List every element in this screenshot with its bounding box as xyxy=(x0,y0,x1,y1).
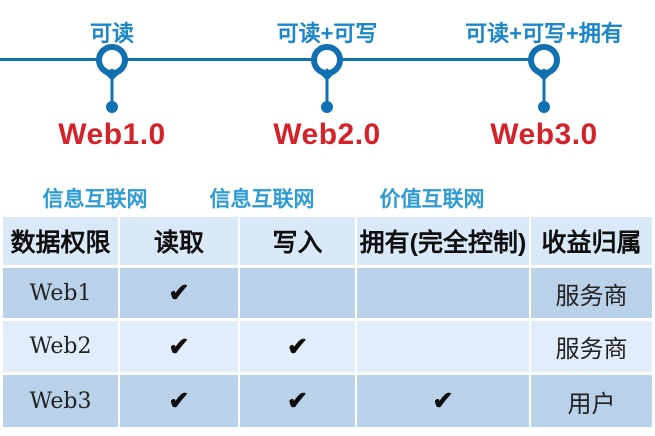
timeline-dot-icon xyxy=(538,101,550,113)
timeline-stem xyxy=(110,76,114,104)
header-cell-own: 拥有(完全控制) xyxy=(357,217,529,265)
permission-label-web3: 可读+可写+拥有 xyxy=(465,21,623,46)
timeline-dot-icon xyxy=(106,101,118,113)
era-label-web2: Web2.0 xyxy=(273,118,381,151)
row-web2-read-cell: ✔ xyxy=(120,321,238,372)
network-label-web3: 价值互联网 xyxy=(379,188,485,211)
timeline-ring-icon xyxy=(311,44,343,76)
row-web1-own-cell xyxy=(357,268,529,318)
row-web1-benefit-cell: 服务商 xyxy=(531,268,652,318)
timeline-stem xyxy=(325,76,329,104)
row-web1-read-cell: ✔ xyxy=(120,268,238,318)
header-cell-data-permission: 数据权限 xyxy=(3,217,118,265)
era-label-web1: Web1.0 xyxy=(58,118,166,151)
network-label-web2: 信息互联网 xyxy=(209,188,315,211)
header-cell-benefit: 收益归属 xyxy=(531,217,652,265)
header-cell-write: 写入 xyxy=(240,217,355,265)
row-web2-own-cell xyxy=(357,321,529,372)
row-web1-write-cell xyxy=(240,268,355,318)
permissions-table: 数据权限 读取 写入 拥有(完全控制) 收益归属 Web1 ✔ 服务商 Web2… xyxy=(3,217,652,427)
row-web3-benefit-cell: 用户 xyxy=(531,375,652,427)
row-web3-read-cell: ✔ xyxy=(120,375,238,427)
timeline-dot-icon xyxy=(321,101,333,113)
permission-label-web2: 可读+可写 xyxy=(276,21,378,46)
era-label-web3: Web3.0 xyxy=(490,118,598,151)
row-web2-name-cell: Web2 xyxy=(3,321,118,372)
row-web3-write-cell: ✔ xyxy=(240,375,355,427)
header-cell-read: 读取 xyxy=(120,217,238,265)
permission-label-web1: 可读 xyxy=(89,21,135,46)
row-web3-own-cell: ✔ xyxy=(357,375,529,427)
row-web3-name-cell: Web3 xyxy=(3,375,118,427)
timeline-stem xyxy=(542,76,546,104)
timeline-axis-line xyxy=(0,58,546,61)
row-web2-benefit-cell: 服务商 xyxy=(531,321,652,372)
row-web1-name-cell: Web1 xyxy=(3,268,118,318)
row-web2-write-cell: ✔ xyxy=(240,321,355,372)
network-label-web1: 信息互联网 xyxy=(42,188,148,211)
